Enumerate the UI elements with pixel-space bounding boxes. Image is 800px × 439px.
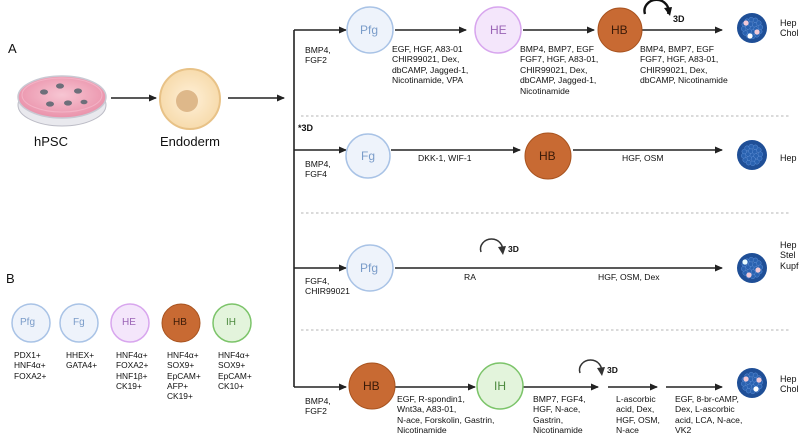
legend-ih-markers: HNF4α+ SOX9+ EpCAM+ CK10+ (218, 350, 252, 391)
node-label: HE (490, 23, 507, 37)
panel-label-b: B (6, 271, 15, 286)
pfg-node (346, 244, 394, 292)
legend-hb-label: HB (173, 317, 187, 328)
start-factors-row1: BMP4, FGF2 (305, 45, 331, 66)
star-3d-label: *3D (298, 123, 314, 133)
node-label: Fg (361, 149, 376, 163)
legend-fg-circle (59, 303, 99, 343)
start-factors-row2: BMP4, FGF4 (305, 159, 331, 180)
legend-pfg-circle (11, 303, 51, 343)
pfg-node (346, 6, 394, 54)
endoderm-label: Endoderm (160, 134, 220, 149)
rotate-3d-icon (643, 0, 670, 15)
three-d-label: 3D (607, 365, 618, 375)
hb-node (597, 7, 643, 53)
start-factors-row3: FGF4, CHIR99021 (305, 276, 350, 297)
factors-row1-step1: EGF, HGF, A83-01 CHIR99021, Dex, dbCAMP,… (392, 44, 469, 86)
hb-node (348, 362, 396, 410)
organoid-icon (737, 253, 767, 283)
legend-fg-markers: HHEX+ GATA4+ (66, 350, 98, 371)
node-label: Pfg (360, 261, 379, 275)
node-label: HB (611, 23, 628, 37)
rotate-3d-icon (479, 238, 504, 253)
start-factors-row4: BMP4, FGF2 (305, 396, 331, 417)
three-d-label: 3D (508, 244, 519, 254)
organoid-icon (737, 140, 767, 170)
row4-end-labels: Hep Chol (780, 374, 799, 395)
factors-row2-step2: HGF, OSM (622, 153, 664, 163)
factors-row4-step3: L-ascorbic acid, Dex, HGF, OSM, N-ace (616, 394, 660, 436)
node-label: HB (363, 379, 380, 393)
endoderm-cell-icon (159, 68, 221, 130)
legend-fg-label: Fg (73, 317, 85, 328)
row3-end-labels: Hep Stel Kupf (780, 240, 799, 271)
panel-label-a: A (8, 41, 17, 56)
node-label: Pfg (360, 23, 379, 37)
organoid-icon (737, 368, 767, 398)
he-node (474, 6, 522, 54)
factors-row3-step1: RA (464, 272, 476, 282)
factors-row2-step1: DKK-1, WIF-1 (418, 153, 472, 163)
fg-node (345, 133, 391, 179)
legend-ih-label: IH (226, 317, 236, 328)
factors-row1-step2: BMP4, BMP7, EGF FGF7, HGF, A83-01, CHIR9… (520, 44, 599, 96)
legend-he-circle (110, 303, 150, 343)
hb-node (524, 132, 572, 180)
legend-he-label: HE (122, 317, 136, 328)
factors-row4-step4: EGF, 8-br-cAMP, Dex, L-ascorbic acid, LC… (675, 394, 743, 436)
legend-hb-circle (161, 303, 201, 343)
factors-row3-step2: HGF, OSM, Dex (598, 272, 660, 282)
legend-pfg-label: Pfg (20, 317, 36, 328)
legend-he-markers: HNF4α+ FOXA2+ HNF1β+ CK19+ (116, 350, 149, 391)
organoid-icon (737, 13, 767, 43)
legend-ih-circle (212, 303, 252, 343)
row1-end-labels: Hep Chol (780, 18, 799, 39)
legend-pfg-markers: PDX1+ HNF4α+ FOXA2+ (14, 350, 47, 381)
ih-node (476, 362, 524, 410)
factors-row1-step3: BMP4, BMP7, EGF FGF7, HGF, A83-01, CHIR9… (640, 44, 728, 86)
hpsc-label: hPSC (34, 134, 68, 149)
legend-hb-markers: HNF4α+ SOX9+ EpCAM+ AFP+ CK19+ (167, 350, 201, 402)
node-label: IH (494, 379, 506, 393)
row2-end-labels: Hep (780, 153, 797, 163)
rotate-3d-icon (578, 359, 603, 374)
factors-row4-step2: BMP7, FGF4, HGF, N-ace, Gastrin, Nicotin… (533, 394, 586, 436)
petri-dish-icon (17, 75, 107, 127)
factors-row4-step1: EGF, R-spondin1, Wnt3a, A83-01, N-ace, F… (397, 394, 495, 436)
node-label: HB (539, 149, 556, 163)
three-d-label: 3D (673, 14, 685, 24)
